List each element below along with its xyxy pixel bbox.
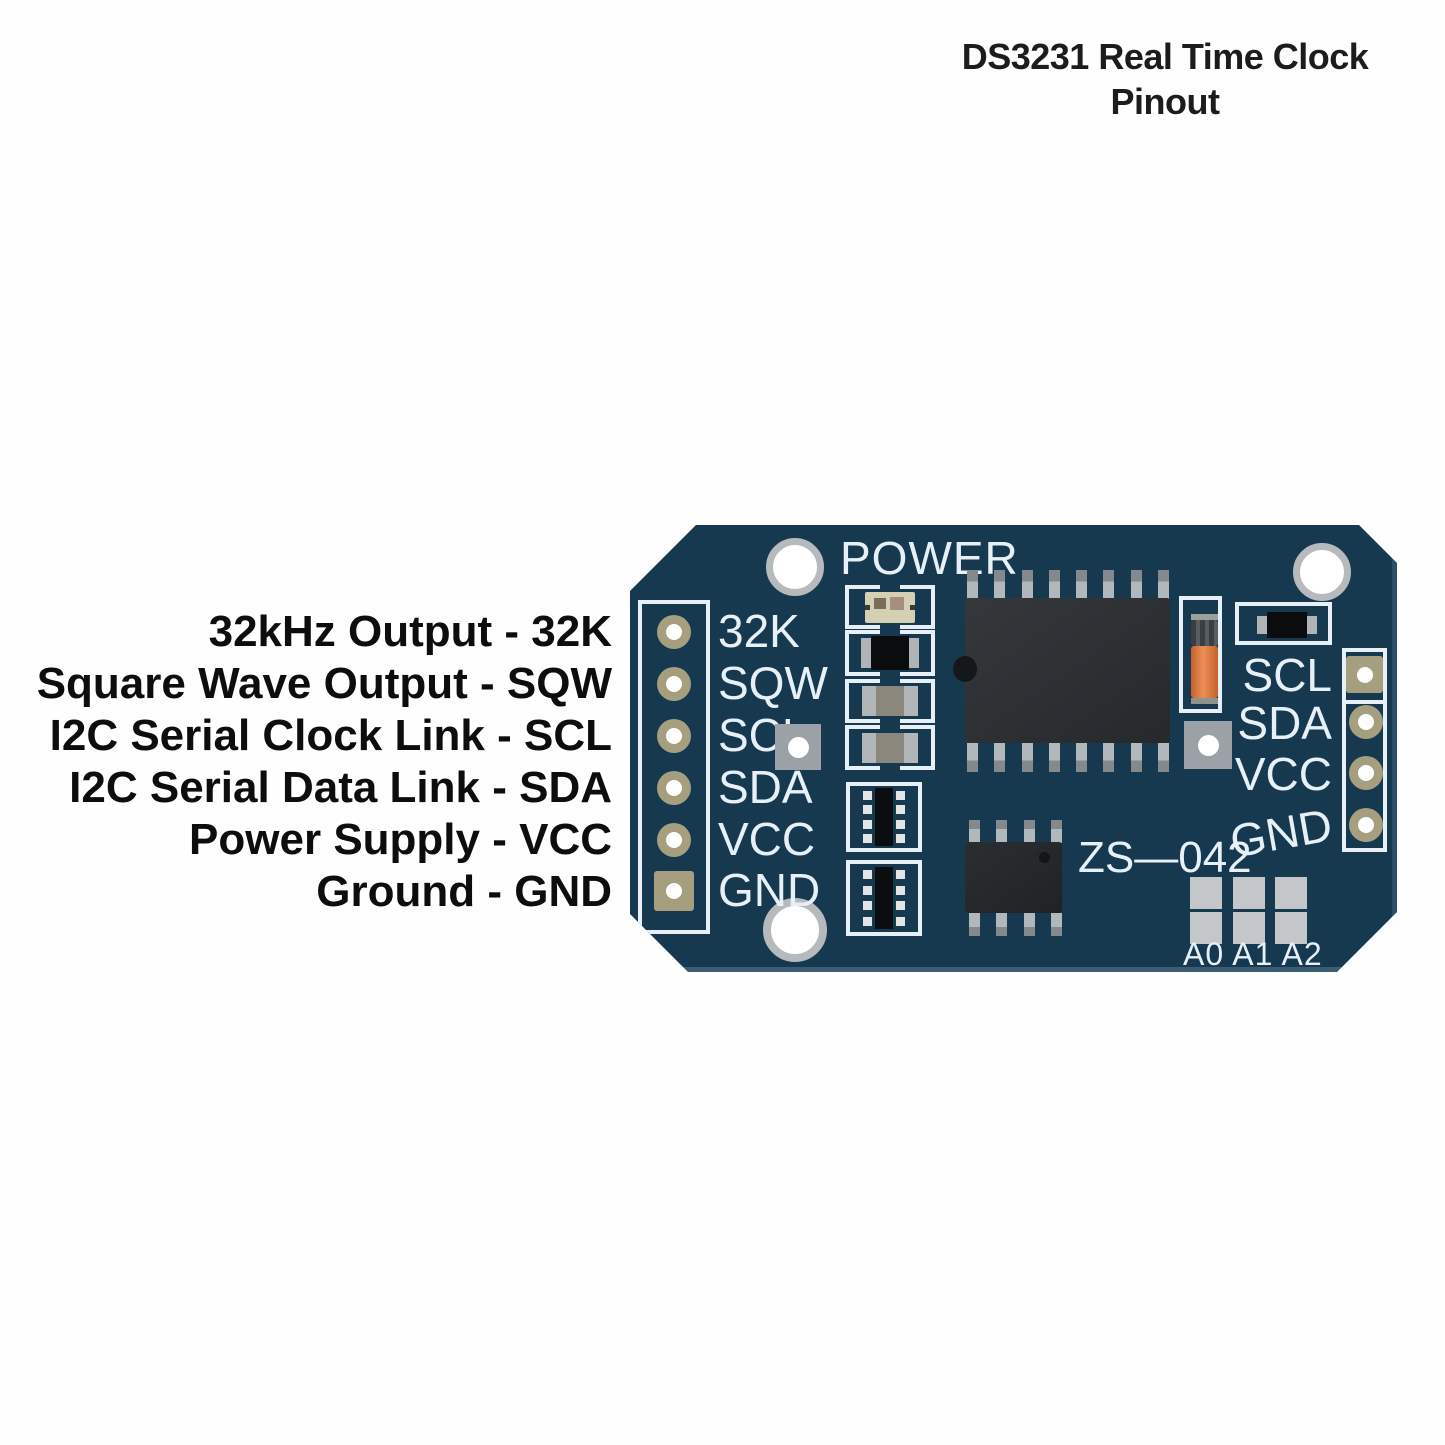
jumper-pad xyxy=(1275,877,1307,909)
resistor-network-icon xyxy=(875,788,893,846)
crystal-cap xyxy=(1191,620,1218,646)
diode-icon xyxy=(861,636,919,670)
eeprom-ic xyxy=(965,842,1062,913)
legend-item-scl: I2C Serial Clock Link - SCL xyxy=(49,711,612,760)
pin-pad-gnd-right xyxy=(1349,808,1383,842)
pin-pad-sda-left xyxy=(657,771,691,805)
mounting-hole-bottom-left xyxy=(763,898,827,962)
label-vcc-right: VCC xyxy=(1234,748,1332,800)
power-led-icon xyxy=(865,591,915,623)
label-sda-left: SDA xyxy=(718,761,813,813)
mounting-hole-top-left xyxy=(766,538,824,596)
label-vcc-left: VCC xyxy=(718,813,816,865)
smd-resistor-icon xyxy=(862,732,918,763)
diagram-title: DS3231 Real Time Clock Pinout xyxy=(880,34,1445,124)
title-line-1: DS3231 Real Time Clock xyxy=(961,36,1369,77)
led-terminal xyxy=(865,604,870,610)
pin-pad-scl-right xyxy=(1346,656,1383,693)
power-label: POWER xyxy=(840,532,1019,584)
pin-legend: 32kHz Output - 32K Square Wave Output - … xyxy=(0,606,612,918)
legend-item-sda: I2C Serial Data Link - SDA xyxy=(69,763,612,812)
jumper-pad xyxy=(1233,877,1265,909)
pin-pad-vcc-right xyxy=(1349,756,1383,790)
jumper-pad xyxy=(1275,912,1307,944)
ic-pin1-dot xyxy=(1039,852,1050,863)
pin-pad-sda-right xyxy=(1349,705,1383,739)
pin-pad-32k xyxy=(657,615,691,649)
label-scl-right: SCL xyxy=(1242,649,1332,701)
ic-notch xyxy=(953,656,977,682)
ds3231-ic xyxy=(953,598,1170,743)
resistor-network-box-2 xyxy=(846,860,922,936)
right-header-outline xyxy=(1342,648,1387,852)
via-right xyxy=(1184,721,1232,769)
smd-resistor-icon xyxy=(862,686,918,716)
resistor-network-icon xyxy=(875,866,893,930)
mounting-hole-top-right xyxy=(1293,543,1351,601)
jumper-pad xyxy=(1190,912,1222,944)
pin-pad-gnd-left xyxy=(654,871,694,911)
via-left xyxy=(775,724,821,770)
crystal-box xyxy=(1179,596,1222,713)
left-header-outline xyxy=(638,600,710,934)
resistor-box-1 xyxy=(845,679,935,723)
ds3231-pins-top xyxy=(967,570,1169,599)
eeprom-pins-bottom xyxy=(969,913,1062,936)
crystal-oscillator-icon xyxy=(1191,646,1218,698)
eeprom-pins-top xyxy=(969,820,1062,843)
diode-icon xyxy=(1257,612,1317,638)
legend-item-32k: 32kHz Output - 32K xyxy=(208,607,612,656)
title-line-2: Pinout xyxy=(1110,81,1220,122)
legend-item-vcc: Power Supply - VCC xyxy=(189,815,612,864)
led-terminal xyxy=(910,604,915,610)
legend-item-sqw: Square Wave Output - SQW xyxy=(36,659,612,708)
resistor-network-box-1 xyxy=(846,782,922,852)
model-label: ZS—042 xyxy=(1078,833,1252,882)
label-sqw: SQW xyxy=(718,657,828,709)
diode-box-left xyxy=(845,630,935,676)
ds3231-pins-bottom xyxy=(967,743,1169,772)
label-gnd-left: GND xyxy=(718,864,821,916)
pin-pad-vcc-left xyxy=(657,823,691,857)
diode-box-right xyxy=(1235,602,1332,645)
label-sda-right: SDA xyxy=(1237,697,1332,749)
power-led-box xyxy=(845,585,935,629)
jumper-pad xyxy=(1233,912,1265,944)
address-jumpers-label: A0 A1 A2 xyxy=(1183,936,1323,972)
pcb-board: 32K SQW SCL SDA VCC GND POWER xyxy=(630,525,1397,972)
pin-pad-sqw xyxy=(657,667,691,701)
resistor-box-2 xyxy=(845,725,935,770)
legend-item-gnd: Ground - GND xyxy=(316,867,612,916)
jumper-pad xyxy=(1190,877,1222,909)
label-32k: 32K xyxy=(718,605,800,657)
pin-pad-scl-left xyxy=(657,719,691,753)
